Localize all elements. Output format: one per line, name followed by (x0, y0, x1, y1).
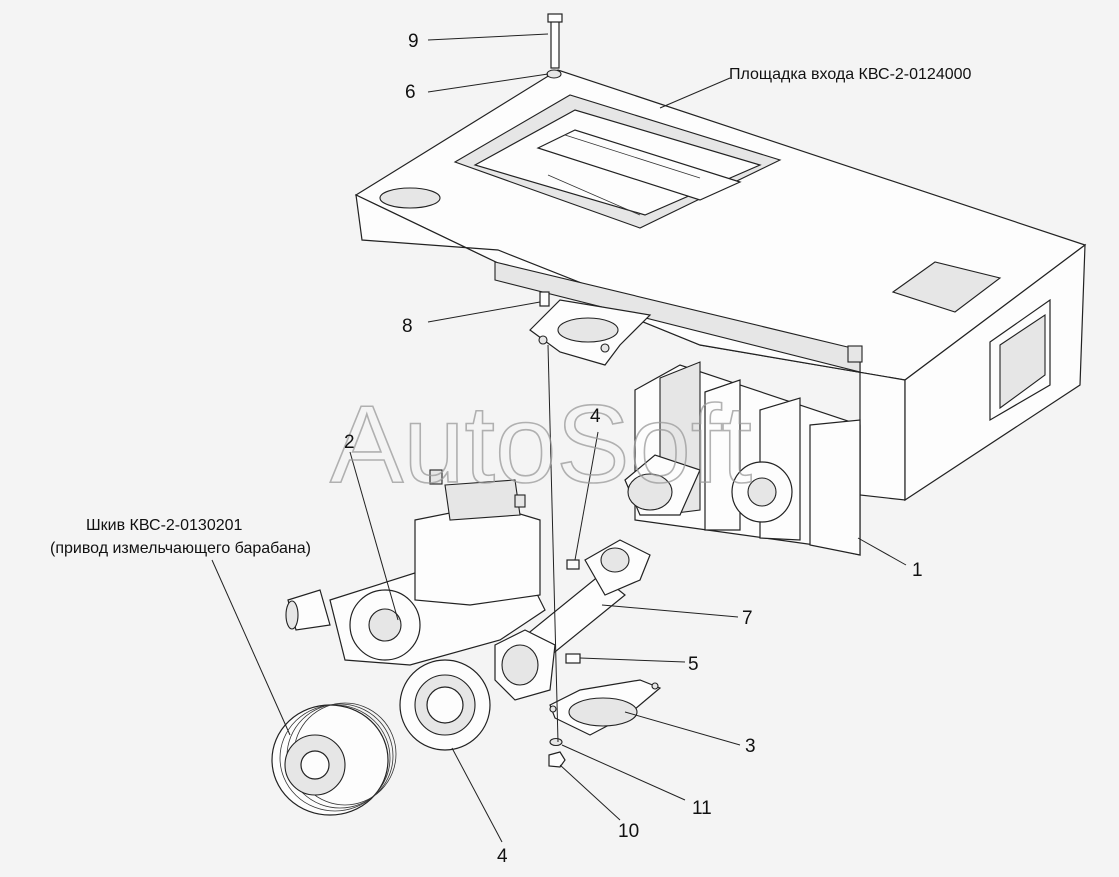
nut-10 (548, 751, 566, 768)
callout-7: 7 (742, 608, 753, 629)
callout-8: 8 (402, 316, 413, 337)
washer-11 (549, 737, 563, 747)
platform-caption: Площадка входа КВС-2-0124000 (729, 66, 972, 83)
clamp-3 (549, 679, 662, 736)
bracket (529, 299, 652, 366)
bolt-5 (565, 653, 581, 664)
washer-6 (546, 69, 562, 79)
callout-6: 6 (405, 82, 416, 103)
pump-2 (285, 469, 546, 666)
callout-1: 1 (912, 560, 923, 581)
callout-4-upper: 4 (590, 406, 601, 427)
pulley-caption-line2: (привод измельчающего барабана) (50, 540, 311, 557)
callout-4-lower: 4 (497, 846, 508, 867)
callout-3: 3 (745, 736, 756, 757)
callout-11: 11 (692, 798, 712, 819)
gearbox-1 (624, 361, 861, 556)
watermark: AutoSoft (330, 383, 752, 506)
bolt-8 (539, 291, 550, 307)
pulley-hub-4 (399, 659, 491, 751)
callout-5: 5 (688, 654, 699, 675)
pulley-sheave (271, 702, 397, 816)
entry-platform (354, 69, 1087, 502)
callout-9: 9 (408, 31, 419, 52)
pulley-caption-line1: Шкив КВС-2-0130201 (86, 517, 243, 534)
leader-lines (211, 33, 907, 843)
callout-2: 2 (344, 432, 355, 453)
driveshaft-7 (494, 539, 651, 701)
bolt-9 (547, 13, 563, 69)
callout-10: 10 (618, 821, 639, 842)
bolt-4-upper (566, 559, 580, 570)
